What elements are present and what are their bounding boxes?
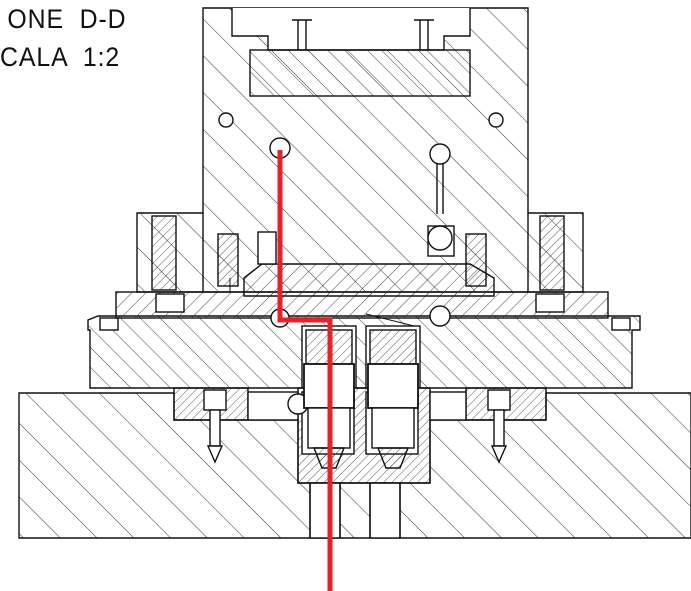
section-label: ONE D-D xyxy=(7,4,127,34)
fluid-flow-path xyxy=(277,150,333,591)
clamping-plate xyxy=(87,315,641,389)
upper-body xyxy=(136,7,584,293)
ports xyxy=(218,112,504,415)
outline-details xyxy=(229,278,415,327)
top-jaw xyxy=(231,8,471,97)
scale-label: CALA 1:2 xyxy=(0,42,121,72)
section-title: ONE D-D CALA 1:2 xyxy=(0,0,127,76)
locating-pins xyxy=(203,389,511,464)
